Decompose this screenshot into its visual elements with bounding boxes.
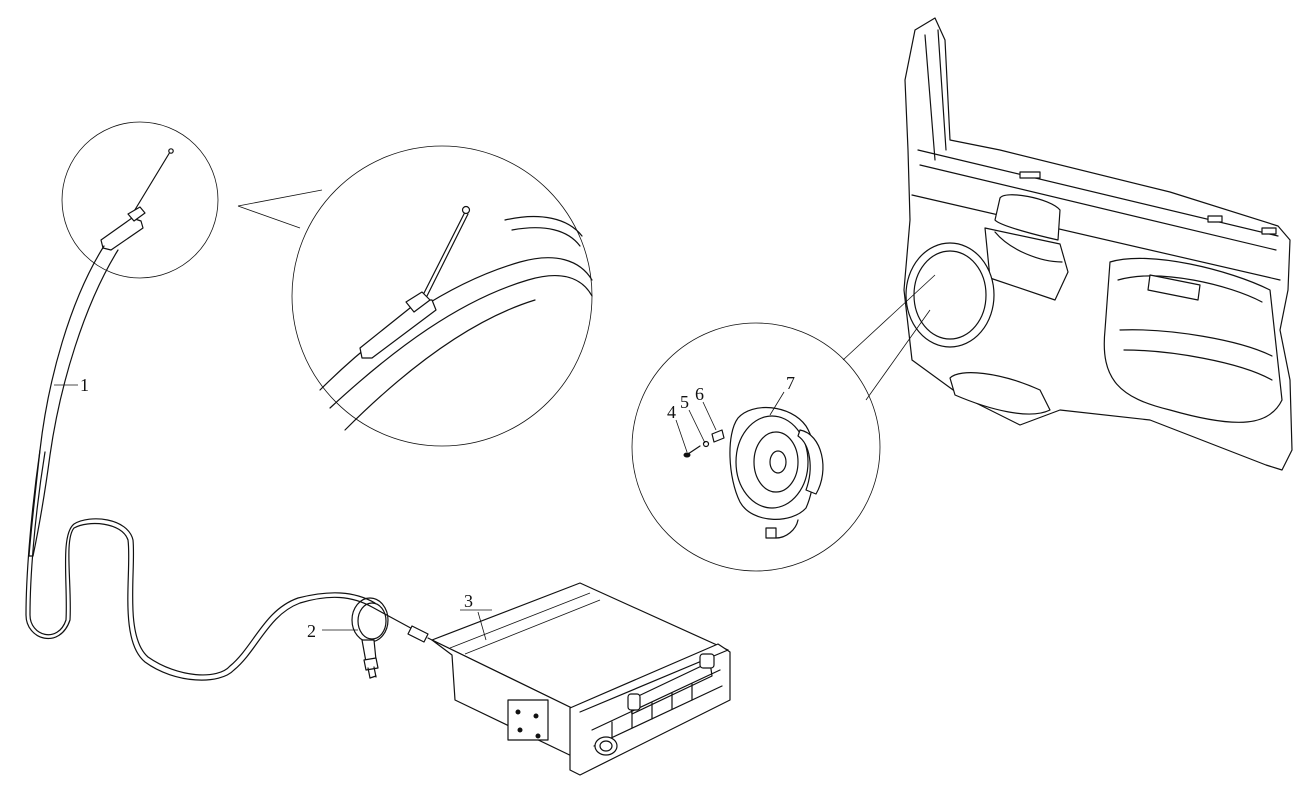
antenna-zoom-callout	[237, 145, 593, 447]
callout-3: 3	[464, 591, 473, 611]
fasteners	[683, 429, 725, 458]
callout-5: 5	[680, 392, 689, 412]
callout-1: 1	[80, 375, 89, 395]
antenna-detail-circle	[61, 121, 219, 279]
callout-7: 7	[786, 373, 795, 393]
leader-lines	[54, 384, 785, 641]
antenna-assembly	[25, 121, 441, 681]
radio-unit	[431, 582, 731, 776]
callout-2: 2	[307, 621, 316, 641]
speaker-part	[729, 406, 824, 539]
door-panel	[903, 17, 1293, 471]
speaker-zoom-circle	[631, 322, 881, 572]
callout-4: 4	[667, 402, 676, 422]
callout-6: 6	[695, 384, 704, 404]
speaker-zoom-callout	[631, 274, 936, 572]
callout-labels: 1 2 3 4 5 6 7	[80, 373, 795, 641]
cable-clip	[351, 597, 389, 679]
